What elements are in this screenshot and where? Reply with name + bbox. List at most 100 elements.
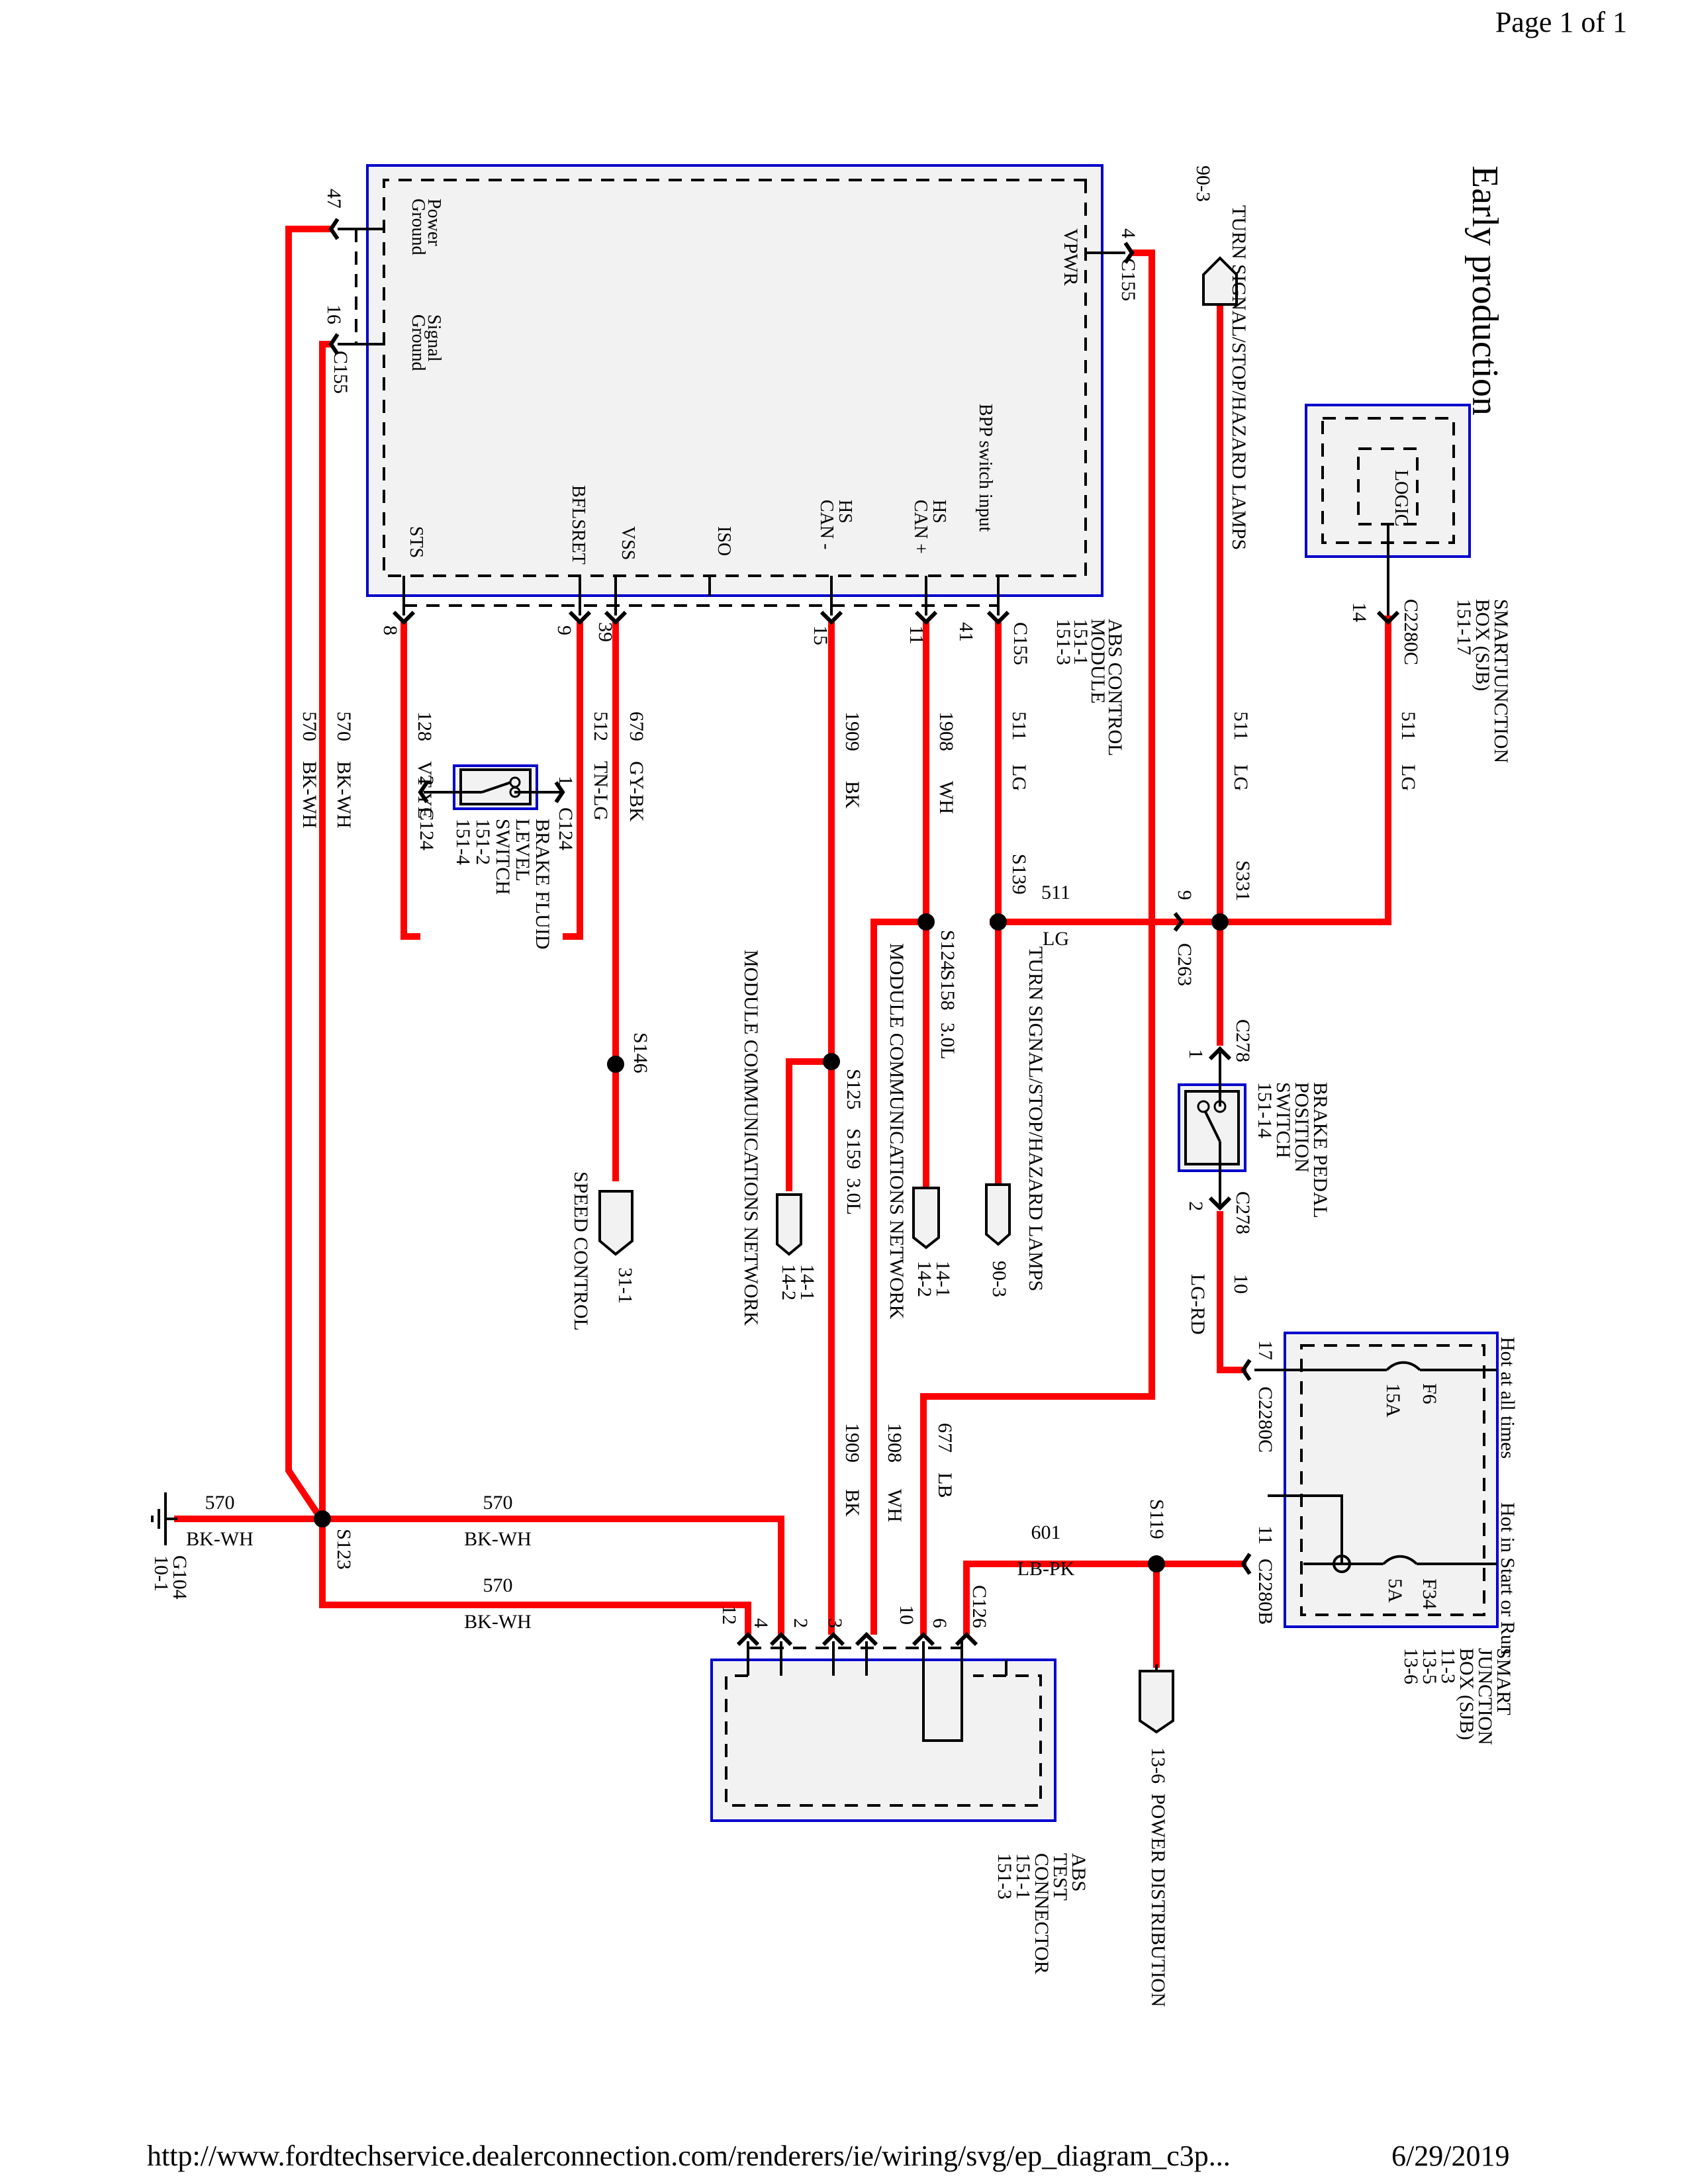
pin-sts: STS [406, 526, 426, 558]
abs-pin-8: 8 [379, 625, 401, 635]
mcn2-label: MODULE COMMUNICATIONS NETWORK [740, 950, 762, 1326]
splice-s119-label: S119 [1146, 1499, 1168, 1539]
test-pin-6: 6 [929, 1618, 951, 1628]
wire-512-color: TN-LG [590, 761, 612, 821]
splice-s158-label: S158 [937, 970, 959, 1011]
wire-511-horiz-color: LG [1043, 928, 1069, 950]
c126-label: C126 [968, 1585, 990, 1628]
speed-page: 31-1 [614, 1267, 636, 1304]
c278-bottom: C278 [1232, 1191, 1254, 1234]
sjb-bottom-dashed [1300, 1344, 1485, 1616]
page-footer: http://www.fordtechservice.dealerconnect… [147, 2139, 1537, 2173]
wire-677-circuit: 677 [934, 1423, 956, 1453]
fuse-f6-rating: 15A [1382, 1383, 1404, 1418]
wire-1908b-color: WH [884, 1489, 906, 1522]
c124-left: C124 [416, 807, 438, 850]
power-label: POWER DISTRIBUTION [1147, 1794, 1169, 2007]
wire-570-b-circuit: 570 [299, 711, 320, 741]
abs-control-module-box [366, 164, 1103, 597]
wire-679-circuit: 679 [626, 711, 647, 741]
abs-pin-47: 47 [323, 189, 345, 208]
splice-s331 [1211, 913, 1229, 931]
wire-511-sjb [1217, 615, 1391, 925]
sjb-c2280c: C2280C [1254, 1387, 1276, 1453]
sjb-hot-run: Hot in Start or Run [1497, 1502, 1519, 1655]
pin-vpwr-label: VPWR [1060, 228, 1082, 286]
abs-pin-11: 11 [906, 625, 927, 645]
test-pin-10: 10 [896, 1605, 917, 1625]
abs-module-pin-leads [338, 228, 1125, 615]
splice-s139 [990, 913, 1007, 931]
fuse-f6-icon [1385, 1361, 1421, 1371]
page-number-header: Page 1 of 1 [1495, 6, 1627, 38]
wire-570-c-circuit: 570 [205, 1492, 235, 1514]
wire-511-top-circuit: 511 [1230, 711, 1252, 741]
wire-1909-color: BK [841, 781, 863, 809]
wire-128-color: VT-YE [414, 761, 436, 819]
wire-570-main [174, 1516, 784, 1635]
abs-pin-vpwr-num: 4 [1117, 228, 1139, 238]
wire-570-d-circuit: 570 [483, 1492, 513, 1514]
splice-s146-label: S146 [630, 1032, 651, 1073]
pin-signal-ground: SignalGround [408, 314, 444, 371]
wire-570-d-color: BK-WH [464, 1528, 532, 1550]
wire-570-c-color: BK-WH [186, 1528, 254, 1550]
pin-bflsret: BFLSRET [568, 485, 588, 565]
ref-arrow-power [1139, 1670, 1174, 1734]
abs-c155-sg: C155 [330, 351, 352, 394]
pin-vss: VSS [618, 526, 638, 560]
wire-570-signal-ground [319, 341, 751, 1635]
sjb-bottom-name: SMARTJUNCTIONBOX (SJB)11-313-513-6 [1400, 1648, 1515, 1745]
abs-pin-39: 39 [594, 622, 616, 642]
splice-s331-label: S331 [1232, 860, 1254, 901]
wire-570-e-circuit: 570 [483, 1574, 513, 1596]
wire-512 [563, 622, 583, 940]
mcn2-pages: 14-114-2 [778, 1264, 818, 1300]
c278-top: C278 [1232, 1019, 1254, 1062]
splice-s123-label: S123 [333, 1529, 355, 1570]
sjb-top-conn: C2280C [1400, 599, 1422, 665]
ref-arrow-speed [598, 1190, 633, 1256]
power-page: 13-6 [1147, 1747, 1169, 1784]
abs-pin-41: 41 [955, 622, 977, 642]
wire-1908b-circuit: 1908 [884, 1423, 906, 1463]
engine-s158: 3.0L [937, 1023, 959, 1060]
splice-s125 [823, 1053, 840, 1070]
sjb-c2280c-pin: 17 [1254, 1340, 1276, 1360]
wires [174, 226, 1391, 1668]
test-pin-3: 3 [824, 1618, 846, 1628]
ref-arrow-turn-mid [985, 1183, 1011, 1246]
wire-511-abs-circuit: 511 [1008, 711, 1030, 741]
wire-511-sjb-circuit: 511 [1397, 711, 1419, 741]
test-pin-12: 12 [718, 1605, 740, 1625]
splice-s119 [1148, 1555, 1165, 1572]
splice-s124-label: S124 [937, 930, 959, 971]
footer-url: http://www.fordtechservice.dealerconnect… [147, 2140, 1231, 2172]
fuse-f34-id: F34 [1419, 1578, 1440, 1610]
bfl-name: BRAKE FLUIDLEVELSWITCH151-2151-4 [452, 819, 553, 950]
wire-570-power-ground [285, 226, 331, 1524]
sjb-top-logic: LOGIC [1391, 470, 1411, 527]
brake-pedal-switch-symbol [1178, 1052, 1246, 1205]
fuse-f34-icon [1382, 1555, 1418, 1565]
sjb-c2280b: C2280B [1254, 1559, 1276, 1625]
sjb-top-pin: 14 [1348, 602, 1370, 622]
abs-module-name: ABS CONTROLMODULE151-1151-3 [1053, 619, 1126, 756]
turn-top-label: TURN SIGNAL/STOP/HAZARD LAMPS [1228, 205, 1250, 550]
sjb-top-name: SMARTJUNCTIONBOX (SJB)151-17 [1453, 599, 1512, 763]
splice-s123 [314, 1510, 331, 1527]
footer-date: 6/29/2019 [1391, 2140, 1510, 2172]
c263-label: C263 [1174, 943, 1196, 986]
pin-bpp-label: BPP switch input [975, 404, 996, 532]
wire-677-color: LB [934, 1473, 956, 1498]
wire-10-circuit: 10 [1230, 1274, 1252, 1294]
turn-mid-page: 90-3 [988, 1261, 1010, 1297]
wire-1909-branch [786, 1058, 835, 1191]
engine-s159: 3.0L [843, 1178, 865, 1215]
wire-128 [400, 622, 420, 940]
wire-1909-circuit: 1909 [841, 711, 863, 751]
bpp-name: BRAKE PEDALPOSITIONSWITCH151-14 [1254, 1082, 1331, 1218]
wire-10-color: LG-RD [1187, 1274, 1209, 1335]
pin-iso: ISO [714, 526, 734, 556]
